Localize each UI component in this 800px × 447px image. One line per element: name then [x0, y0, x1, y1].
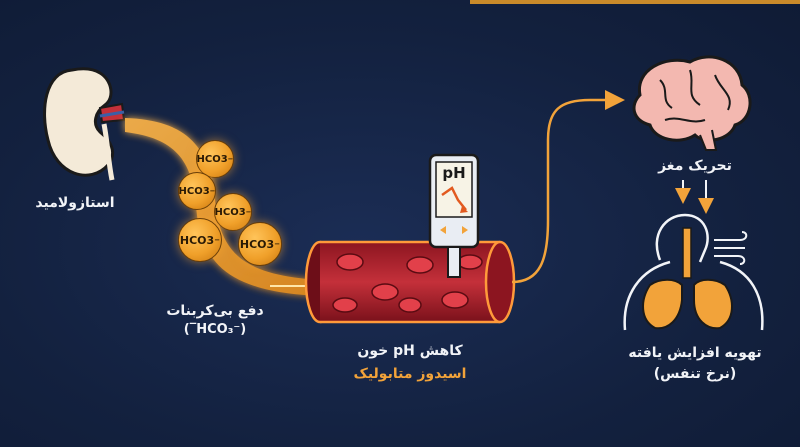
lungs-icon [623, 213, 764, 331]
ph-meter-icon [428, 153, 480, 278]
bicarbonate-ion-5: HCO3− [238, 222, 282, 266]
top-accent-bar [470, 0, 800, 4]
breath-icon [714, 231, 748, 265]
excretion-formula: (‾HCO₃⁻) [183, 322, 247, 337]
kidney-icon [43, 67, 126, 181]
excretion-label: دفع بی‌کربنات [166, 303, 264, 319]
blood-vessel-icon [304, 240, 516, 324]
brain-label: تحریک مغز [658, 158, 732, 174]
ventilation-label: تهویه افزایش یافته [628, 345, 762, 361]
bicarbonate-ion-4: HCO3− [178, 218, 222, 262]
bicarbonate-ion-2: HCO3− [178, 172, 216, 210]
bicarbonate-ion-3: HCO3− [214, 193, 252, 231]
drug-label: استازولامید [35, 195, 115, 211]
bicarbonate-ion-1: HCO3− [196, 140, 234, 178]
brain-icon [632, 55, 752, 151]
ph-meter-display: pH [442, 164, 466, 182]
ph-drop-label: کاهش pH خون [357, 343, 463, 359]
acidosis-label: اسیدوز متابولیک [353, 366, 467, 382]
arrow-to-brain [511, 90, 625, 284]
ventilation-sublabel: (نرخ تنفس) [653, 366, 737, 382]
bicarbonate-stream [125, 118, 320, 296]
